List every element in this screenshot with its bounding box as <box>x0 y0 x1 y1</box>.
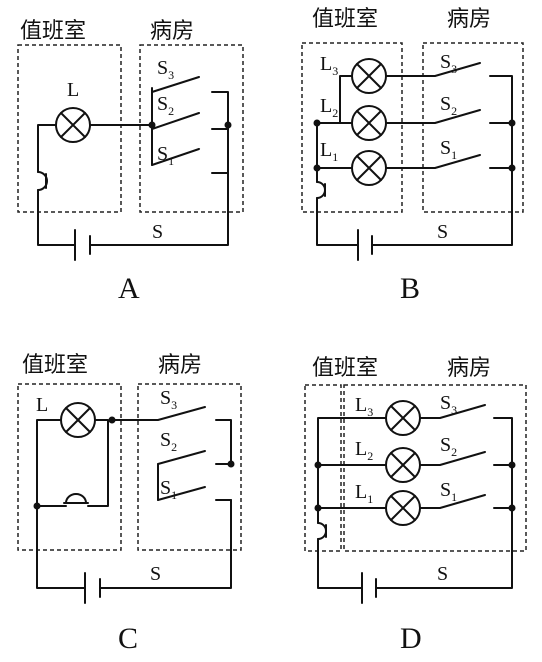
lamp-l1-label: L1 <box>320 139 338 164</box>
switch-s2-label: S2 <box>157 93 174 118</box>
panel-letter-d: D <box>400 622 422 655</box>
bell <box>316 181 326 199</box>
lamp-l1-label: L1 <box>355 481 373 506</box>
panel-c: 值班室 病房 L S S3 S2 S1 C <box>17 353 242 655</box>
label-duty-room: 值班室 <box>20 19 86 44</box>
bell <box>65 493 87 504</box>
label-ward: 病房 <box>447 356 491 381</box>
label-ward: 病房 <box>158 353 202 378</box>
ward-box <box>422 42 524 213</box>
switch-s2-label: S2 <box>440 434 457 459</box>
panel-b: 值班室 病房 L3 L2 L1 S <box>301 7 524 305</box>
label-ward: 病房 <box>447 7 491 32</box>
label-duty-room: 值班室 <box>312 7 378 32</box>
switch-s1-label: S1 <box>160 477 177 502</box>
duty-room-box <box>17 44 122 213</box>
label-duty-room: 值班室 <box>312 356 378 381</box>
lamp-l2-label: L2 <box>355 438 373 463</box>
switch-s3-label: S3 <box>160 387 177 412</box>
switch-s1-label: S1 <box>157 143 174 168</box>
lamp-l2-label: L2 <box>320 95 338 120</box>
lamp-label: L <box>36 394 48 416</box>
switch-s1-label: S1 <box>440 137 457 162</box>
duty-room-box <box>304 384 342 552</box>
label-duty-room: 值班室 <box>22 353 88 378</box>
lamp-label: L <box>67 79 79 101</box>
ward-box <box>137 383 242 551</box>
panel-d: 值班室 病房 L3 L2 L1 S <box>304 356 527 655</box>
switch-s-label: S <box>150 563 161 585</box>
lamp-l3-label: L3 <box>355 394 373 419</box>
switch-s-label: S <box>152 221 163 243</box>
switch-s3-label: S3 <box>157 57 174 82</box>
switch-s-label: S <box>437 563 448 585</box>
ward-box <box>343 384 527 552</box>
switch-s2-label: S2 <box>440 93 457 118</box>
switch-s-label: S <box>437 221 448 243</box>
switch-s1-label: S1 <box>440 479 457 504</box>
ward-box <box>139 44 244 213</box>
panel-letter-b: B <box>400 272 420 305</box>
label-ward: 病房 <box>150 19 194 44</box>
duty-room-box <box>17 383 122 551</box>
switch-s2-label: S2 <box>160 429 177 454</box>
lamp-l3-label: L3 <box>320 53 338 78</box>
panel-a: 值班室 病房 L S S3 S2 S1 A <box>17 19 244 305</box>
bell <box>317 522 327 540</box>
switch-s3-label: S3 <box>440 51 457 76</box>
duty-room-box <box>301 42 403 213</box>
panel-letter-c: C <box>118 622 138 655</box>
switch-s3-label: S3 <box>440 392 457 417</box>
panel-letter-a: A <box>118 272 140 305</box>
